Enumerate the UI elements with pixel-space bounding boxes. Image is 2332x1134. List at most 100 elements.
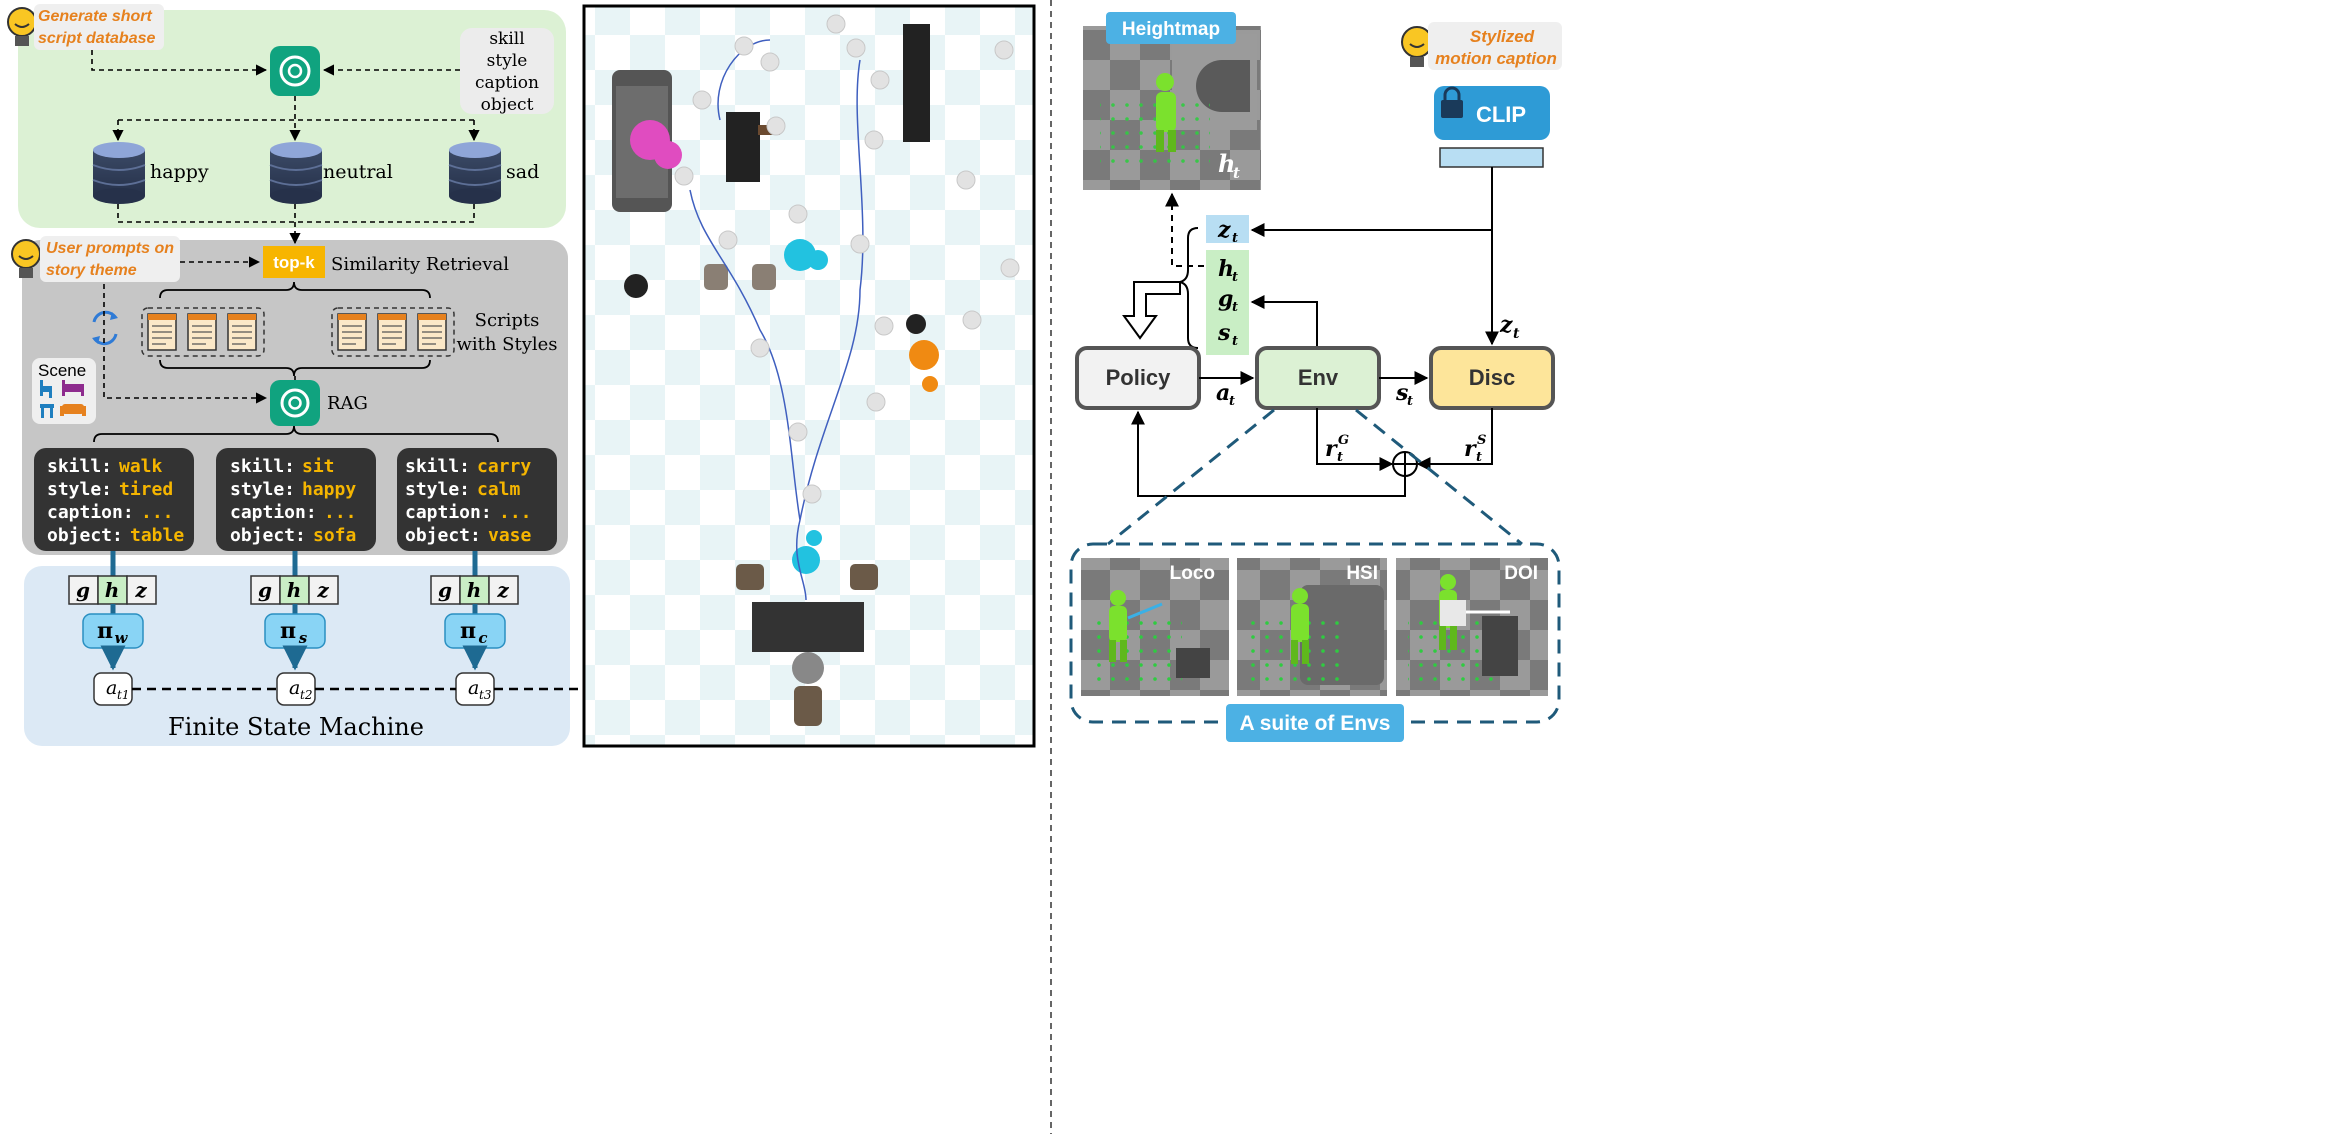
env-tag-doi: DOI: [1504, 563, 1538, 584]
card-key: object:: [47, 525, 123, 546]
scripts-label-line1: Scripts: [475, 310, 540, 331]
edge-s-sub: t: [1407, 394, 1413, 409]
db-label-neutral: neutral: [323, 161, 393, 183]
edge-a-label: a: [1216, 380, 1230, 406]
action-sub: t3: [479, 688, 492, 702]
clip-label: CLIP: [1476, 102, 1526, 127]
db-label-happy: happy: [150, 161, 209, 183]
sofa-icon: [60, 404, 86, 416]
clip-embedding: [1439, 147, 1544, 168]
heightmap-image: [1083, 26, 1261, 190]
bed-icon: [62, 380, 84, 396]
env-image-doi: [1396, 558, 1548, 696]
ghz-block-1: [68, 575, 157, 605]
notepad-icon: [147, 313, 177, 351]
refresh-icon: [92, 310, 118, 346]
scripts-label-line2: with Styles: [456, 334, 557, 355]
reward-g-label: r: [1325, 436, 1338, 462]
notepad-icon: [417, 313, 447, 351]
attribute-list-box: [460, 28, 554, 114]
card-key: skill:: [47, 456, 112, 477]
state-s-label: s: [1217, 320, 1230, 346]
policy-pi: π: [280, 618, 296, 644]
stool-icon: [40, 404, 54, 418]
attr-style: style: [487, 51, 528, 71]
user-prompt-line2: story theme: [46, 262, 137, 279]
chair-icon: [40, 380, 52, 398]
attr-object: object: [481, 95, 534, 115]
card-value-caption: ...: [324, 502, 357, 523]
env-image-hsi: [1237, 558, 1387, 696]
card-value-style: calm: [477, 479, 521, 500]
skill-card-carry: [397, 448, 557, 551]
ghz-z: z: [316, 578, 329, 602]
card-key: caption:: [230, 502, 317, 523]
card-key: style:: [405, 479, 470, 500]
card-value-style: happy: [302, 479, 356, 500]
action-sub: t2: [300, 688, 312, 702]
env-tag-hsi: HSI: [1346, 563, 1378, 584]
card-value-style: tired: [119, 479, 173, 500]
notepad-icon: [337, 313, 367, 351]
chatgpt-icon: [270, 46, 320, 96]
ghz-z: z: [134, 578, 147, 602]
edge-z-label: z: [1499, 312, 1513, 338]
state-sub: t: [1232, 300, 1238, 315]
ghz-g: g: [76, 578, 90, 602]
ghz-h: h: [105, 578, 120, 602]
rag-label: RAG: [327, 393, 368, 414]
reward-g-sub: t: [1337, 450, 1343, 465]
generate-prompt-line2: script database: [38, 30, 155, 47]
edge-s-label: s: [1395, 380, 1408, 406]
card-value-object: sofa: [313, 525, 356, 546]
database-icon: [92, 142, 146, 204]
card-value-skill: walk: [119, 456, 163, 477]
policy-sub: w: [115, 629, 129, 647]
bulb-icon: [1401, 26, 1433, 67]
state-sub: t: [1232, 334, 1238, 349]
topk-badge: [263, 246, 325, 278]
action-a: a: [106, 677, 117, 699]
notepad-icon: [377, 313, 407, 351]
card-value-caption: ...: [141, 502, 174, 523]
stylized-prompt-line1: Stylized: [1470, 27, 1535, 46]
state-h-label: h: [1218, 256, 1234, 282]
database-icon: [269, 142, 323, 204]
scene-label: Scene: [38, 361, 86, 380]
db-label-sad: sad: [506, 161, 539, 183]
generate-prompt-line1: Generate short: [38, 8, 152, 25]
ghz-block-3: [430, 575, 519, 605]
state-z-label: z: [1217, 217, 1231, 243]
database-icon: [448, 142, 502, 204]
suite-label: A suite of Envs: [1240, 712, 1391, 735]
policy-sub: c: [478, 629, 487, 647]
heightmap-tag: [1106, 12, 1236, 44]
fsm-label: Finite State Machine: [168, 713, 424, 741]
disc-node-label: Disc: [1469, 365, 1515, 390]
card-value-object: table: [130, 525, 184, 546]
skill-card-walk: [34, 448, 194, 551]
policy-node-label: Policy: [1106, 365, 1172, 390]
chatgpt-icon: [270, 380, 320, 426]
card-value-caption: ...: [499, 502, 532, 523]
env-node-label: Env: [1298, 365, 1339, 390]
action-a: a: [289, 677, 300, 699]
similarity-retrieval-label: Similarity Retrieval: [331, 254, 509, 275]
stylized-prompt-line2: motion caption: [1435, 49, 1557, 68]
card-key: object:: [230, 525, 306, 546]
script-generation-panel: [18, 10, 566, 228]
state-z: [1206, 215, 1249, 243]
policy-sub: s: [299, 629, 308, 647]
state-to-policy-arrow: [1122, 281, 1181, 340]
reward-s-label: r: [1464, 436, 1477, 462]
policy-pi: π: [97, 618, 113, 644]
card-key: skill:: [405, 456, 470, 477]
heightmap-label: Heightmap: [1122, 19, 1220, 40]
card-value-object: vase: [488, 525, 532, 546]
card-key: caption:: [405, 502, 492, 523]
card-value-skill: sit: [302, 456, 335, 477]
notepad-icon: [187, 313, 217, 351]
script-group-left: [141, 307, 265, 357]
ghz-g: g: [438, 578, 452, 602]
